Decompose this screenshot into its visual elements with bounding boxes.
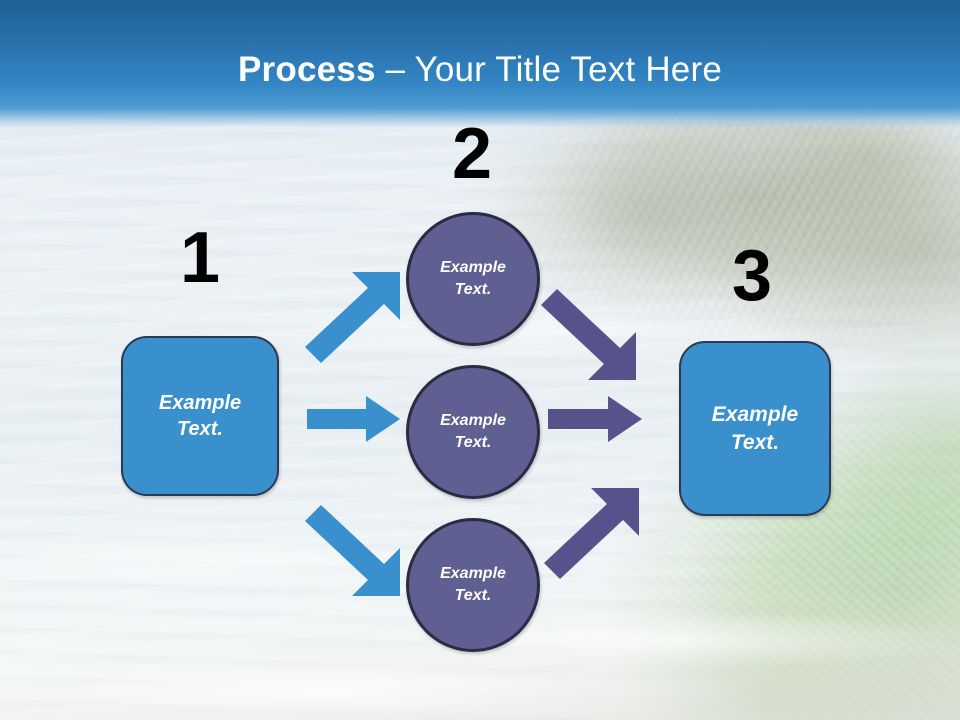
end-box-label-line1: Example — [711, 402, 799, 426]
process-circle-top-label-line1: Example — [440, 259, 506, 277]
start-box-label-line1: Example — [158, 391, 242, 414]
process-circle-middle-label-line1: Example — [440, 412, 506, 430]
process-circle-bottom-label-line2: Text. — [454, 587, 492, 604]
start-box[interactable]: Example Text. — [121, 336, 279, 496]
process-circle-top-label: Example Text. — [440, 257, 506, 300]
process-circle-top-label-line2: Text. — [454, 281, 492, 298]
arrow-top-to-end — [541, 289, 636, 380]
end-box-label: Example Text. — [712, 401, 798, 456]
arrow-bottom-to-end — [544, 488, 639, 579]
arrow-start-to-top — [305, 272, 400, 363]
page-title: Process – Your Title Text Here — [0, 50, 960, 90]
start-box-label-line2: Text. — [177, 418, 223, 440]
title-band — [0, 0, 960, 128]
page-title-rest: – Your Title Text Here — [375, 50, 722, 89]
end-box-label-line2: Text. — [730, 430, 780, 454]
end-box[interactable]: Example Text. — [679, 341, 831, 516]
process-circle-middle[interactable]: Example Text. — [406, 365, 540, 499]
step-number-1: 1 — [179, 218, 221, 298]
page-title-strong: Process — [238, 50, 376, 89]
process-circle-middle-label: Example Text. — [440, 410, 506, 453]
arrow-start-to-bottom — [305, 505, 400, 596]
step-number-2: 2 — [451, 114, 493, 194]
process-circle-top[interactable]: Example Text. — [406, 212, 540, 346]
process-circle-bottom[interactable]: Example Text. — [406, 518, 540, 652]
process-circle-bottom-label: Example Text. — [440, 563, 506, 606]
process-circle-middle-label-line2: Text. — [454, 434, 492, 451]
arrow-start-to-middle — [307, 396, 400, 442]
arrow-middle-to-end — [548, 396, 642, 442]
start-box-label: Example Text. — [159, 390, 241, 443]
step-number-3: 3 — [731, 236, 773, 316]
process-circle-bottom-label-line1: Example — [440, 565, 506, 583]
